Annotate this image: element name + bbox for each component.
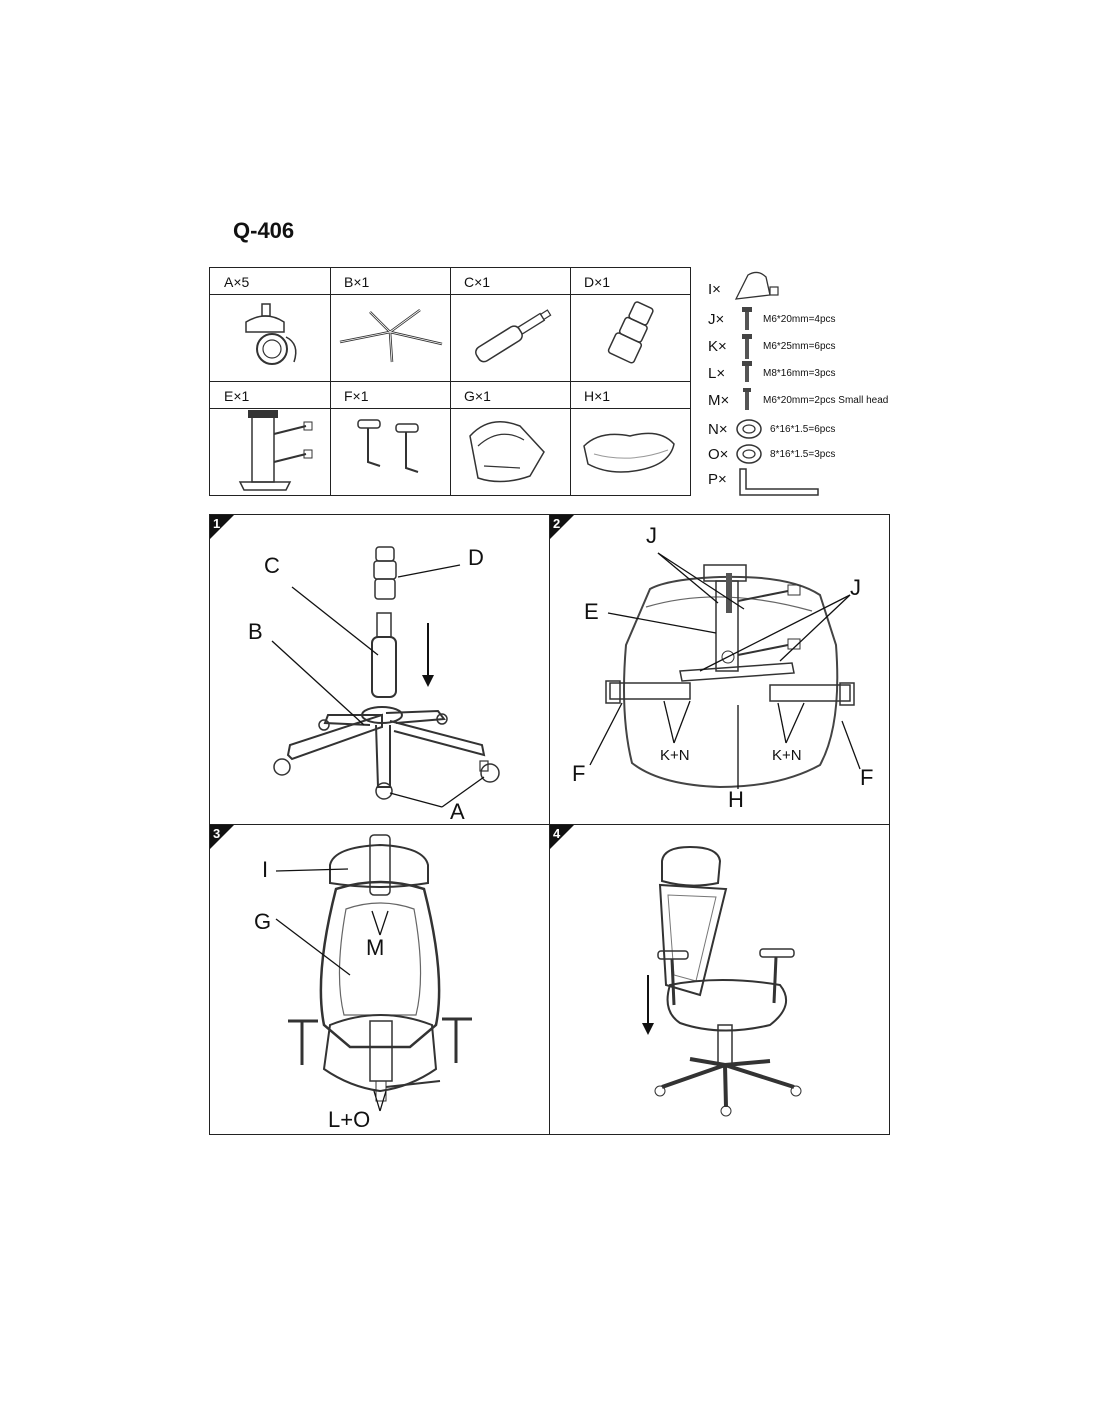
part-g-label: G×1 bbox=[464, 388, 491, 404]
step-2-badge bbox=[550, 515, 574, 539]
callout-a: A bbox=[450, 799, 465, 824]
part-c-label: C×1 bbox=[464, 274, 491, 290]
part-a-cell: A×5 bbox=[210, 268, 331, 382]
part-d-label: D×1 bbox=[584, 274, 611, 290]
part-d-cell: D×1 bbox=[570, 268, 691, 382]
step-1-badge bbox=[210, 515, 234, 539]
step-2-number: 2 bbox=[553, 516, 561, 531]
assembly-steps: 1 C D B A bbox=[209, 514, 890, 1135]
hardware-l: L× M8*16mm=3pcs bbox=[706, 361, 916, 387]
hardware-l-key: L× bbox=[708, 365, 726, 382]
callout-b: B bbox=[248, 619, 263, 644]
part-f-cell: F×1 bbox=[330, 382, 451, 496]
col-divider bbox=[330, 268, 331, 495]
bolt-icon bbox=[742, 307, 752, 330]
part-g-cell: G×1 bbox=[450, 382, 571, 496]
backrest-assembly-illustration bbox=[275, 834, 472, 1112]
gas-lift-icon bbox=[475, 309, 552, 363]
hardware-p-key: P× bbox=[708, 471, 727, 488]
caster-wheel-icon bbox=[245, 303, 297, 365]
part-f-label: F×1 bbox=[344, 388, 369, 404]
hardware-o-desc: 8*16*1.5=3pcs bbox=[770, 449, 836, 460]
hardware-k-desc: M6*25mm=6pcs bbox=[763, 341, 836, 352]
hardware-j-desc: M6*20mm=4pcs bbox=[763, 314, 836, 325]
bolt-icon bbox=[743, 388, 751, 410]
hardware-k: K× M6*25mm=6pcs bbox=[706, 334, 916, 360]
hardware-o-key: O× bbox=[708, 446, 729, 463]
callout-d: D bbox=[468, 545, 484, 570]
assembled-chair-illustration bbox=[642, 845, 802, 1117]
callout-f: F bbox=[572, 761, 586, 786]
hardware-o: O× 8*16*1.5=3pcs bbox=[706, 442, 916, 468]
hardware-l-desc: M8*16mm=3pcs bbox=[763, 368, 836, 379]
callout-c: C bbox=[264, 553, 280, 578]
callout-k-n: K+N bbox=[772, 747, 802, 764]
bolt-icon bbox=[742, 361, 752, 382]
lift-cover-icon bbox=[607, 301, 654, 364]
star-base-icon bbox=[339, 308, 443, 363]
step-1-panel: 1 C D B A bbox=[210, 515, 550, 825]
tilt-mechanism-icon bbox=[238, 410, 313, 491]
step-2-panel: 2 J J E F F K+N K+N H bbox=[550, 515, 890, 825]
col-divider bbox=[570, 268, 571, 495]
hardware-m-key: M× bbox=[708, 392, 730, 409]
part-b-label: B×1 bbox=[344, 274, 370, 290]
step-4-badge bbox=[550, 825, 574, 849]
hardware-i: I× bbox=[706, 271, 916, 303]
callout-i: I bbox=[262, 857, 269, 882]
part-h-label: H×1 bbox=[584, 388, 611, 404]
seat-mechanism-illustration bbox=[589, 552, 861, 789]
part-e-label: E×1 bbox=[224, 388, 250, 404]
callout-e: E bbox=[584, 599, 599, 624]
callout-m: M bbox=[366, 935, 385, 960]
hardware-j-key: J× bbox=[708, 311, 725, 328]
seat-cushion-icon bbox=[583, 432, 675, 473]
step-3-badge bbox=[210, 825, 234, 849]
hardware-list: I× J× M6*20mm=4pcs K× M6*25mm=6pcs L× M8… bbox=[706, 265, 916, 505]
callout-g: G bbox=[254, 909, 272, 934]
hardware-m-desc: M6*20mm=2pcs Small head bbox=[763, 395, 889, 406]
part-a-label: A×5 bbox=[224, 274, 250, 290]
washer-icon bbox=[736, 444, 762, 464]
bolt-icon bbox=[742, 334, 752, 359]
part-e-cell: E×1 bbox=[210, 382, 331, 496]
callout-j: J bbox=[646, 523, 657, 548]
washer-icon bbox=[736, 419, 762, 439]
part-b-cell: B×1 bbox=[330, 268, 451, 382]
base-assembly-illustration bbox=[271, 546, 500, 808]
part-c-cell: C×1 bbox=[450, 268, 571, 382]
hardware-m: M× M6*20mm=2pcs Small head bbox=[706, 388, 916, 414]
parts-table: A×5 B×1 C×1 D×1 bbox=[209, 267, 691, 496]
step-4-number: 4 bbox=[553, 826, 561, 841]
callout-l-o: L+O bbox=[328, 1107, 371, 1132]
step-3-number: 3 bbox=[213, 826, 221, 841]
callout-h: H bbox=[728, 787, 744, 812]
product-title: Q-406 bbox=[233, 218, 295, 243]
hardware-i-key: I× bbox=[708, 281, 721, 298]
step-3-panel: 3 I G M L+O bbox=[210, 825, 550, 1135]
hardware-n: N× 6*16*1.5=6pcs bbox=[706, 417, 916, 443]
part-h-cell: H×1 bbox=[570, 382, 691, 496]
callout-k-n: K+N bbox=[660, 747, 690, 764]
step-divider bbox=[549, 515, 550, 1134]
col-divider bbox=[450, 268, 451, 495]
hardware-n-key: N× bbox=[708, 421, 728, 438]
step-4-panel: 4 bbox=[550, 825, 890, 1135]
backrest-icon bbox=[469, 421, 545, 483]
callout-f: F bbox=[860, 765, 874, 790]
hardware-n-desc: 6*16*1.5=6pcs bbox=[770, 424, 836, 435]
armrests-icon bbox=[357, 419, 419, 473]
headrest-icon bbox=[734, 271, 779, 300]
step-1-number: 1 bbox=[213, 516, 221, 531]
allen-key-icon bbox=[739, 468, 819, 496]
hardware-k-key: K× bbox=[708, 338, 727, 355]
callout-j: J bbox=[850, 575, 861, 600]
hardware-p: P× bbox=[706, 467, 916, 496]
hardware-j: J× M6*20mm=4pcs bbox=[706, 307, 916, 333]
